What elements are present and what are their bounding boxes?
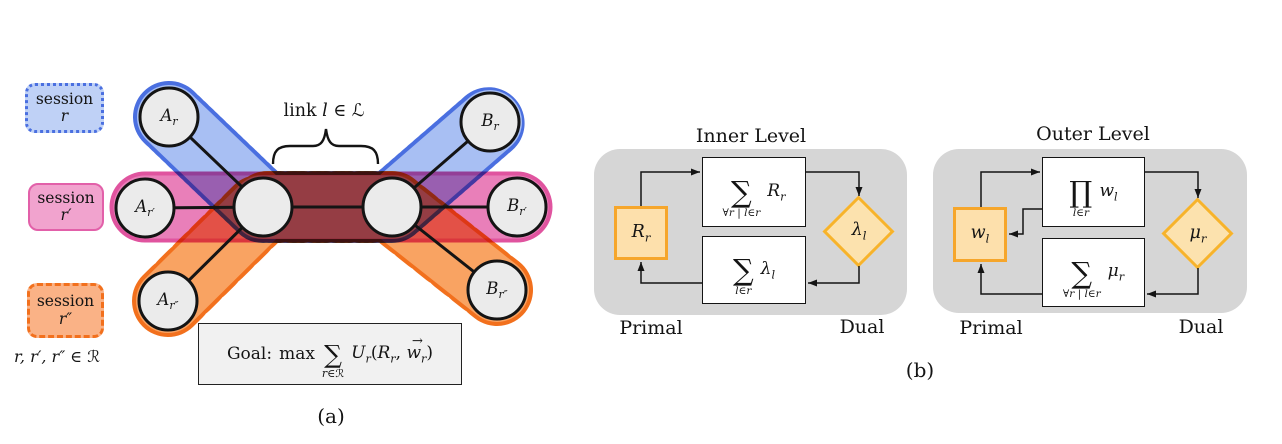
outer-level-title: Outer Level <box>1036 123 1150 145</box>
weight-vector: →wr <box>406 333 427 366</box>
outer-dual-label: Dual <box>1178 316 1224 338</box>
network-nodes <box>114 86 548 332</box>
inner-dual-label: Dual <box>839 316 885 338</box>
node-left-router <box>232 176 294 238</box>
node-right-router <box>361 176 423 238</box>
session-var: r′ <box>60 206 72 224</box>
caption-a: (a) <box>317 404 345 428</box>
goal-max: max <box>279 344 315 364</box>
caption-b: (b) <box>905 358 935 382</box>
outer-primal-variable-box <box>953 207 1007 262</box>
inner-primal-label: Primal <box>619 317 683 339</box>
inner-primal-variable-label: Rr <box>631 221 651 245</box>
goal-sum: ∑ r∈ℛ <box>321 340 345 380</box>
node-Arp <box>114 177 176 239</box>
inner-sum-rate-box: ∑ ∀r | l∈r Rr <box>702 157 806 227</box>
link-brace <box>271 128 380 165</box>
session-rprime-legend: session r′ <box>28 183 104 231</box>
outer-product-box: ∏ l∈r wl <box>1042 157 1145 227</box>
session-r-legend: session r <box>25 83 104 133</box>
node-Ar <box>138 86 200 148</box>
node-Brp <box>486 176 548 238</box>
outer-primal-variable-label: wl <box>970 222 990 246</box>
session-var: r <box>60 107 69 125</box>
network-diagram <box>109 81 553 337</box>
outer-sum-box: ∑ ∀r | l∈r μr <box>1042 238 1145 307</box>
goal-label: Goal: <box>226 344 273 364</box>
outer-dual-variable-label: μr <box>1189 222 1207 246</box>
session-word: session <box>36 292 95 311</box>
inner-dual-variable-label: λl <box>851 219 867 243</box>
node-label-Ar: Ar <box>160 105 178 129</box>
node-Arpp <box>137 270 199 332</box>
session-var: r″ <box>58 309 73 328</box>
session-word: session <box>35 89 94 108</box>
goal-box: Goal: max ∑ r∈ℛ Ur(Rr, →wr) <box>198 323 462 385</box>
node-label-Brp: Br′ <box>507 195 527 219</box>
node-label-Brpp: Br″ <box>486 278 508 302</box>
inner-sum-price-box: ∑ l∈r λl <box>702 236 806 304</box>
vector-arrow: → <box>411 333 423 349</box>
membership-note: r, r′, r″ ∈ ℛ <box>14 347 100 366</box>
inner-primal-variable-box <box>614 206 668 260</box>
node-label-Arpp: Ar″ <box>157 289 179 313</box>
session-rdprime-legend: session r″ <box>27 283 104 338</box>
node-Br <box>459 91 521 153</box>
node-Brpp <box>466 259 528 321</box>
node-label-Br: Br <box>481 110 499 134</box>
goal-utility-expr: Ur(Rr, →wr) <box>351 333 434 366</box>
outer-primal-label: Primal <box>959 317 1023 339</box>
inner-level-title: Inner Level <box>695 125 807 147</box>
node-label-Arp: Ar′ <box>135 196 155 220</box>
session-word: session <box>37 188 95 207</box>
link-label: link l ∈ ℒ <box>283 101 365 121</box>
